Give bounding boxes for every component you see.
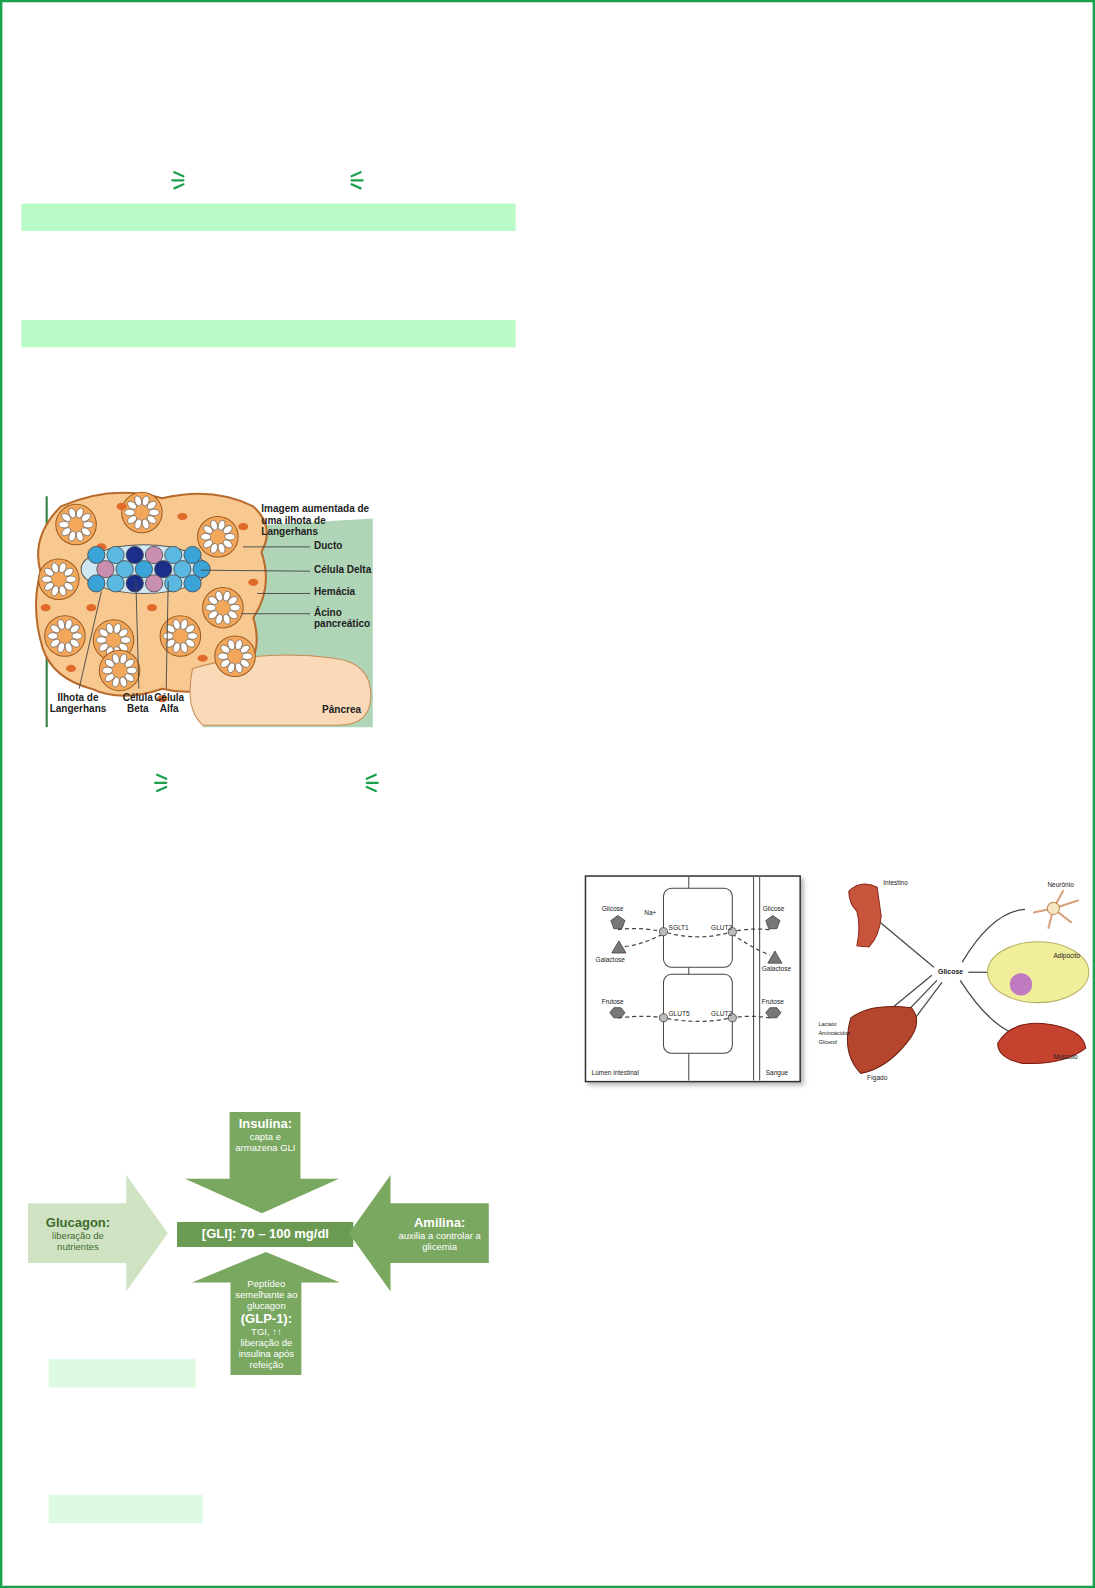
figure-label: Lúmen intestinal [592,1069,639,1076]
heading-bar [21,320,515,347]
part-label: Pâncrea [322,704,361,716]
part-label: Hemácia [314,586,355,598]
figure-label: Aminoácidos [818,1030,850,1036]
figure-label: GLUT2 [711,924,732,931]
part-label: Ilhota de Langerhans [47,692,110,715]
hormone-arrow: Insulina:capta e armazena GLI [185,1112,339,1213]
figure-label: Galactose [762,965,791,972]
part-label: Ácino pancreático [314,607,377,630]
heading-bar [21,204,515,231]
figure-label: Sangue [766,1069,788,1076]
figure-label: Glicose [763,905,785,912]
hormone-note: TGI, ↑↑ liberação de insulina após refei… [231,1326,302,1370]
figure-label: Galactose [596,956,625,963]
part-label: Célula Beta [118,692,159,715]
figure-label: Adipócito [1053,952,1080,959]
hormone-note: liberação de nutrientes [31,1230,124,1252]
hormone-name: Insulina: [230,1116,301,1131]
figure-label: Músculo [1053,1053,1077,1060]
hormone-note: capta e armazena GLI [230,1131,301,1153]
figure-label: GLUT2 [711,1010,732,1017]
figure-label: Frutose [762,998,784,1005]
part-label: Ducto [314,540,342,552]
figure-label: Intestino [883,879,908,886]
hormone-name: (GLP-1): [231,1311,302,1326]
figure-label: Glicerol [818,1039,837,1045]
hormone-name: Amilina: [393,1215,486,1230]
figure-label: Frutose [602,998,624,1005]
figure-label: Lactato [818,1021,836,1027]
figure-label: GLUT5 [669,1010,690,1017]
figure-label: Glicose [937,968,964,976]
highlight-box [49,1495,203,1523]
part-label: Célula Delta [314,564,371,576]
figure-label: Neurônio [1047,881,1073,888]
hormone-arrow: [GLI]: 70 – 100 mg/dl [177,1222,353,1247]
hormone-note: auxilia a controlar a glicemia [393,1230,486,1252]
glucose-organs-figure [847,884,1088,1074]
figure-label: Glicose [602,905,624,912]
hormone-name: Glucagon: [31,1215,124,1230]
glucose-transport-figure [585,876,800,1082]
part-label: Célula Alfa [151,692,187,715]
hormone-arrow: Peptídeo semelhante ao glucagon(GLP-1):T… [192,1252,340,1375]
figure-label: Fígado [867,1074,887,1081]
figure-label: Na+ [644,909,656,916]
hormone-name: [GLI]: 70 – 100 mg/dl [177,1226,353,1241]
part-label: Imagem aumentada de uma ilhota de Langer… [261,503,374,538]
hormone-note: Peptídeo semelhante ao glucagon [231,1278,302,1311]
hormone-arrow: Amilina:auxilia a controlar a glicemia [349,1175,489,1291]
hormone-arrow: Glucagon:liberação de nutrientes [28,1175,168,1291]
figure-label: SGLT1 [669,924,689,931]
highlight-box [49,1359,196,1387]
